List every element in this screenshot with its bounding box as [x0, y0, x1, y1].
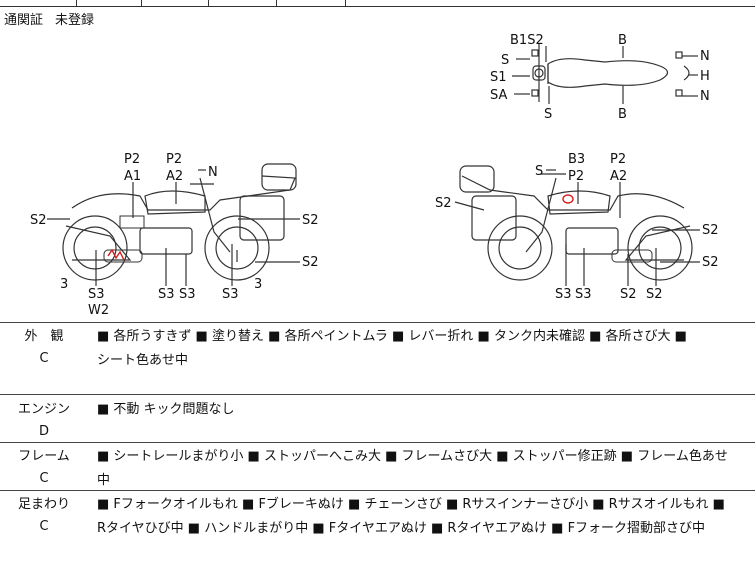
- row-description-line2: Rタイヤひび中 ■ ハンドルまがり中 ■ Fタイヤエアぬけ ■ Rタイヤエアぬけ…: [97, 521, 706, 536]
- right-side-motorcycle: [459, 165, 693, 281]
- left-side-motorcycle: [62, 163, 297, 281]
- damage-diagram: B1S2 B S S1 SA S B N H N P2 A1 P2 A2 N S…: [30, 33, 719, 318]
- label-top-h: H: [700, 69, 710, 84]
- row-suspension: 足まわり C ■ Fフォークオイルもれ ■ Fブレーキぬけ ■ チェーンさび ■…: [0, 490, 755, 563]
- label-top-s1: S1: [490, 70, 507, 85]
- row-category: 外 観: [24, 329, 64, 344]
- row-description-line2: シート色あせ中: [97, 353, 189, 368]
- label-top-b1s2: B1S2: [510, 33, 544, 48]
- label-right-b3: B3: [568, 152, 585, 167]
- row-description-line1: ■ シートレールまがり小 ■ ストッパーへこみ大 ■ フレームさび大 ■ ストッ…: [97, 449, 728, 464]
- label-right-s2-b2: S2: [646, 287, 663, 302]
- row-category: 足まわり: [17, 497, 70, 512]
- label-top-s-left: S: [501, 53, 509, 68]
- label-top-n1: N: [700, 49, 710, 64]
- row-category: エンジン: [17, 402, 70, 417]
- label-top-sa: SA: [490, 88, 507, 103]
- damage-mark-circle: [562, 194, 574, 204]
- label-right-s2-b1: S2: [620, 287, 637, 302]
- row-frame: フレーム C ■ シートレールまがり小 ■ ストッパーへこみ大 ■ フレームさび…: [0, 442, 755, 489]
- label-left-s2-r1: S2: [302, 213, 319, 228]
- label-left-p2a: P2: [124, 152, 140, 167]
- label-left-s2-r2: S2: [302, 255, 319, 270]
- label-left-s3c: S3: [179, 287, 196, 302]
- label-top-b-down: B: [618, 107, 627, 122]
- label-left-w2: W2: [88, 303, 109, 318]
- label-left-a2: A2: [166, 169, 183, 184]
- row-description-line1: ■ 各所うすきず ■ 塗り替え ■ 各所ペイントムラ ■ レバー折れ ■ タンク…: [97, 329, 687, 344]
- label-left-n: N: [208, 165, 218, 180]
- label-left-s3a: S3: [88, 287, 105, 302]
- top-view-motorcycle: [531, 44, 690, 102]
- customs-status: 通関証未登録: [4, 9, 106, 28]
- row-description-line1: ■ 不動 キック問題なし: [97, 402, 235, 417]
- label-top-n2: N: [700, 89, 710, 104]
- label-right-s2-r1: S2: [702, 223, 719, 238]
- label-right-s2-left: S2: [435, 196, 452, 211]
- row-grade: C: [39, 351, 49, 366]
- label-right-s3b: S3: [575, 287, 592, 302]
- row-exterior: 外 観 C ■ 各所うすきず ■ 塗り替え ■ 各所ペイントムラ ■ レバー折れ…: [0, 322, 755, 395]
- damage-mark-scribble: [107, 248, 125, 261]
- label-right-s3a: S3: [555, 287, 572, 302]
- label-left-p2b: P2: [166, 152, 182, 167]
- label-left-3a: 3: [60, 277, 68, 292]
- label-right-s2-r2: S2: [702, 255, 719, 270]
- label-left-s3b: S3: [158, 287, 175, 302]
- row-grade: C: [39, 519, 49, 534]
- top-table-edge: [0, 0, 755, 7]
- label-left-s2-left: S2: [30, 213, 47, 228]
- label-left-3b: 3: [254, 277, 262, 292]
- label-right-p2b: P2: [610, 152, 626, 167]
- label-right-p2a: P2: [568, 169, 584, 184]
- row-engine: エンジン D ■ 不動 キック問題なし: [0, 394, 755, 441]
- row-description-line2: 中: [97, 473, 111, 488]
- label-left-a1: A1: [124, 169, 141, 184]
- label-top-s-down: S: [544, 107, 552, 122]
- label-right-s: S: [535, 164, 543, 179]
- customs-value: 未登録: [55, 13, 95, 28]
- row-category: フレーム: [18, 449, 70, 464]
- label-top-b-up: B: [618, 33, 627, 48]
- label-right-a2: A2: [610, 169, 627, 184]
- label-left-s3d: S3: [222, 287, 239, 302]
- customs-label: 通関証: [4, 13, 44, 28]
- row-grade: C: [39, 471, 49, 486]
- row-grade: D: [38, 424, 49, 439]
- row-description-line1: ■ Fフォークオイルもれ ■ Fブレーキぬけ ■ チェーンさび ■ Rサスインナ…: [97, 497, 725, 512]
